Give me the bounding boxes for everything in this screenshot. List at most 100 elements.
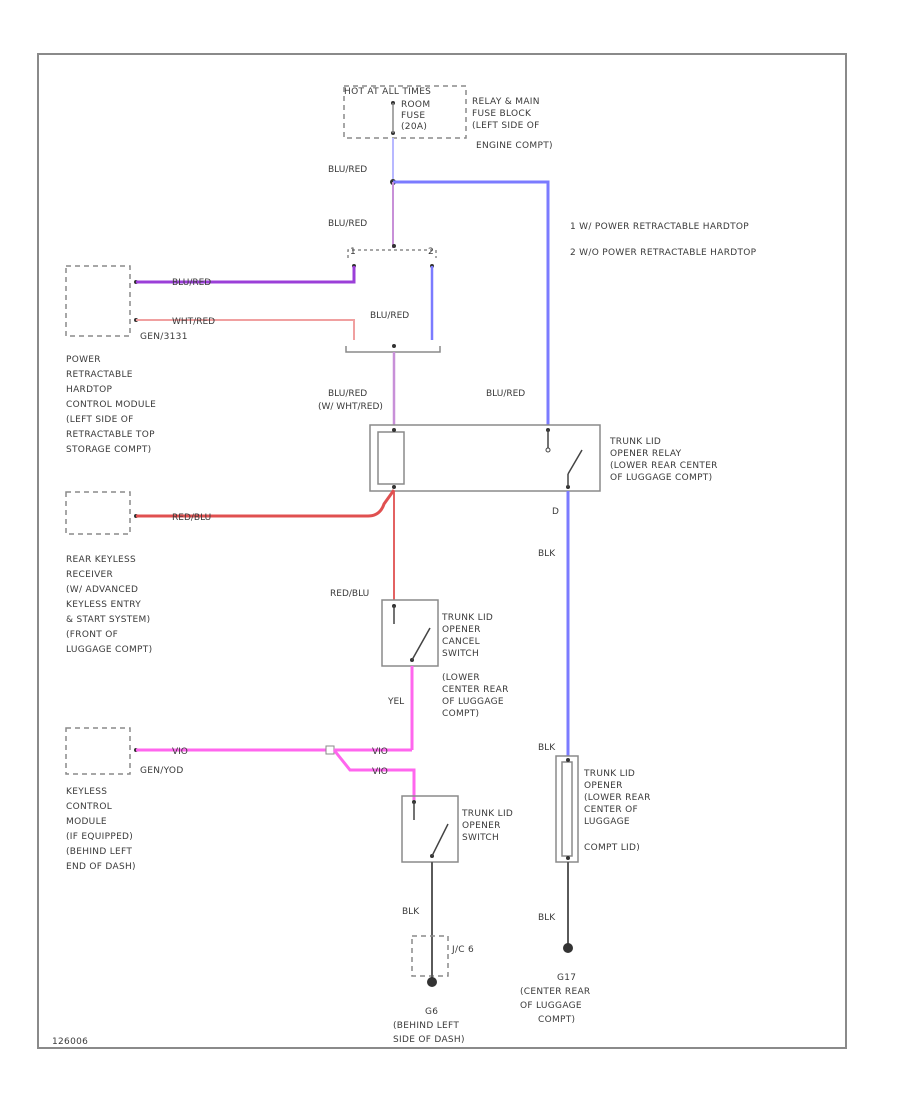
svg-text:POWER: POWER	[66, 355, 101, 365]
fuse-block-location: (LEFT SIDE OF	[472, 121, 540, 131]
svg-text:OPENER: OPENER	[462, 821, 501, 831]
wire-label: BLU/RED	[328, 389, 367, 399]
trunk-lid-cancel-switch: TRUNK LID OPENER CANCEL SWITCH (LOWER CE…	[381, 599, 509, 719]
svg-text:RECEIVER: RECEIVER	[66, 570, 113, 580]
svg-text:TRUNK LID: TRUNK LID	[441, 613, 493, 623]
wire-label: BLU/RED	[328, 165, 367, 175]
fuse-rating: (20A)	[401, 122, 427, 132]
svg-text:(FRONT OF: (FRONT OF	[66, 630, 118, 640]
diagram-code: 126006	[52, 1037, 88, 1047]
wire-label: (W/ WHT/RED)	[318, 402, 383, 412]
svg-text:& START SYSTEM): & START SYSTEM)	[66, 615, 150, 625]
wire-label: VIO	[372, 767, 388, 777]
ground-g6-location: SIDE OF DASH)	[393, 1035, 465, 1045]
inline-connector	[325, 745, 335, 755]
wire-label: RED/BLU	[172, 513, 211, 523]
svg-text:1: 1	[350, 247, 356, 257]
svg-text:(W/ ADVANCED: (W/ ADVANCED	[66, 585, 138, 595]
svg-text:MODULE: MODULE	[66, 817, 107, 827]
ground-g17	[563, 943, 573, 953]
wire-label: BLK	[538, 743, 556, 753]
fuse-name: ROOM	[401, 100, 430, 110]
svg-text:STORAGE COMPT): STORAGE COMPT)	[66, 445, 151, 455]
power-hardtop-control-module: GEN/3131	[65, 265, 188, 342]
fuse-block-header: HOT AT ALL TIMES	[344, 87, 431, 97]
svg-text:COMPT): COMPT)	[442, 709, 479, 719]
svg-text:OPENER: OPENER	[584, 781, 623, 791]
trunk-lid-opener-actuator: TRUNK LID OPENER (LOWER REAR CENTER OF L…	[555, 755, 651, 863]
svg-text:CONTROL MODULE: CONTROL MODULE	[66, 400, 156, 410]
wire-label: BLK	[538, 913, 556, 923]
wire-label: VIO	[172, 747, 188, 757]
svg-text:SWITCH: SWITCH	[462, 833, 499, 843]
svg-text:TRUNK LID: TRUNK LID	[609, 437, 661, 447]
wire-label: BLU/RED	[370, 311, 409, 321]
svg-text:RETRACTABLE: RETRACTABLE	[66, 370, 133, 380]
ground-g6	[427, 977, 437, 987]
ground-g6-location: (BEHIND LEFT	[393, 1021, 459, 1031]
trunk-lid-opener-switch: TRUNK LID OPENER SWITCH	[401, 795, 513, 863]
wire-label: BLU/RED	[328, 219, 367, 229]
svg-text:(LOWER: (LOWER	[442, 673, 480, 683]
kcm-connector: GEN/YOD	[140, 766, 184, 776]
fuse-name: FUSE	[401, 111, 425, 121]
svg-text:LUGGAGE: LUGGAGE	[584, 817, 630, 827]
wire-pc-wht-red	[136, 319, 355, 340]
svg-text:CENTER OF: CENTER OF	[584, 805, 638, 815]
svg-text:(IF EQUIPPED): (IF EQUIPPED)	[66, 832, 133, 842]
ground-g17-location: OF LUGGAGE	[520, 1001, 582, 1011]
wire-vio-to-opener	[332, 749, 416, 800]
wire-label: BLK	[402, 907, 420, 917]
wire-red-blu-receiver	[136, 489, 396, 518]
svg-text:(LOWER REAR CENTER: (LOWER REAR CENTER	[610, 461, 718, 471]
wire-label: WHT/RED	[172, 317, 215, 327]
fuse-block-location: RELAY & MAIN	[472, 97, 540, 107]
fuse-block-location: FUSE BLOCK	[472, 109, 532, 119]
pc-connector: GEN/3131	[140, 332, 188, 342]
wire-label: YEL	[387, 697, 404, 707]
option-bracket: 1 2	[345, 244, 441, 353]
svg-text:2: 2	[428, 247, 434, 257]
legend-item-2: 2 W/O POWER RETRACTABLE HARDTOP	[570, 248, 757, 258]
wire-blu-red-right	[393, 180, 550, 425]
svg-text:KEYLESS: KEYLESS	[66, 787, 107, 797]
rear-keyless-receiver: REAR KEYLESS RECEIVER (W/ ADVANCED KEYLE…	[65, 491, 152, 655]
diagram-border	[37, 53, 847, 1049]
svg-text:COMPT LID): COMPT LID)	[584, 843, 640, 853]
svg-text:OF LUGGAGE COMPT): OF LUGGAGE COMPT)	[610, 473, 712, 483]
svg-text:END OF DASH): END OF DASH)	[66, 862, 136, 872]
wire-label: BLK	[538, 549, 556, 559]
wire-label: RED/BLU	[330, 589, 369, 599]
junction-connector: J/C 6	[411, 935, 474, 977]
wire-pc-blu-red	[136, 266, 356, 284]
svg-text:SWITCH: SWITCH	[442, 649, 479, 659]
svg-text:CANCEL: CANCEL	[442, 637, 480, 647]
fuse-block: HOT AT ALL TIMES ROOM FUSE (20A) RELAY &…	[343, 85, 553, 151]
svg-text:TRUNK LID: TRUNK LID	[461, 809, 513, 819]
relay-pin-label: D	[552, 507, 559, 517]
svg-text:KEYLESS ENTRY: KEYLESS ENTRY	[66, 600, 141, 610]
legend-item-1: 1 W/ POWER RETRACTABLE HARDTOP	[570, 222, 749, 232]
svg-text:OPENER RELAY: OPENER RELAY	[610, 449, 682, 459]
svg-text:RETRACTABLE TOP: RETRACTABLE TOP	[66, 430, 155, 440]
wire-label: VIO	[372, 747, 388, 757]
ground-g6-id: G6	[425, 1007, 438, 1017]
svg-text:LUGGAGE COMPT): LUGGAGE COMPT)	[66, 645, 152, 655]
svg-text:(LEFT SIDE OF: (LEFT SIDE OF	[66, 415, 134, 425]
ground-g17-location: (CENTER REAR	[520, 987, 590, 997]
fuse-block-location: ENGINE COMPT)	[476, 141, 553, 151]
svg-text:HARDTOP: HARDTOP	[66, 385, 112, 395]
wire-label: BLU/RED	[486, 389, 525, 399]
ground-g17-id: G17	[557, 973, 576, 983]
svg-text:TRUNK LID: TRUNK LID	[583, 769, 635, 779]
ground-g17-location: COMPT)	[538, 1015, 575, 1025]
wire-label: BLU/RED	[172, 278, 211, 288]
svg-text:(BEHIND LEFT: (BEHIND LEFT	[66, 847, 132, 857]
pc-module-label: POWER RETRACTABLE HARDTOP CONTROL MODULE…	[66, 355, 156, 455]
svg-text:J/C 6: J/C 6	[451, 945, 474, 955]
trunk-lid-opener-relay: TRUNK LID OPENER RELAY (LOWER REAR CENTE…	[369, 424, 718, 492]
svg-text:CENTER REAR: CENTER REAR	[442, 685, 509, 695]
svg-text:(LOWER REAR: (LOWER REAR	[584, 793, 651, 803]
svg-text:CONTROL: CONTROL	[66, 802, 112, 812]
